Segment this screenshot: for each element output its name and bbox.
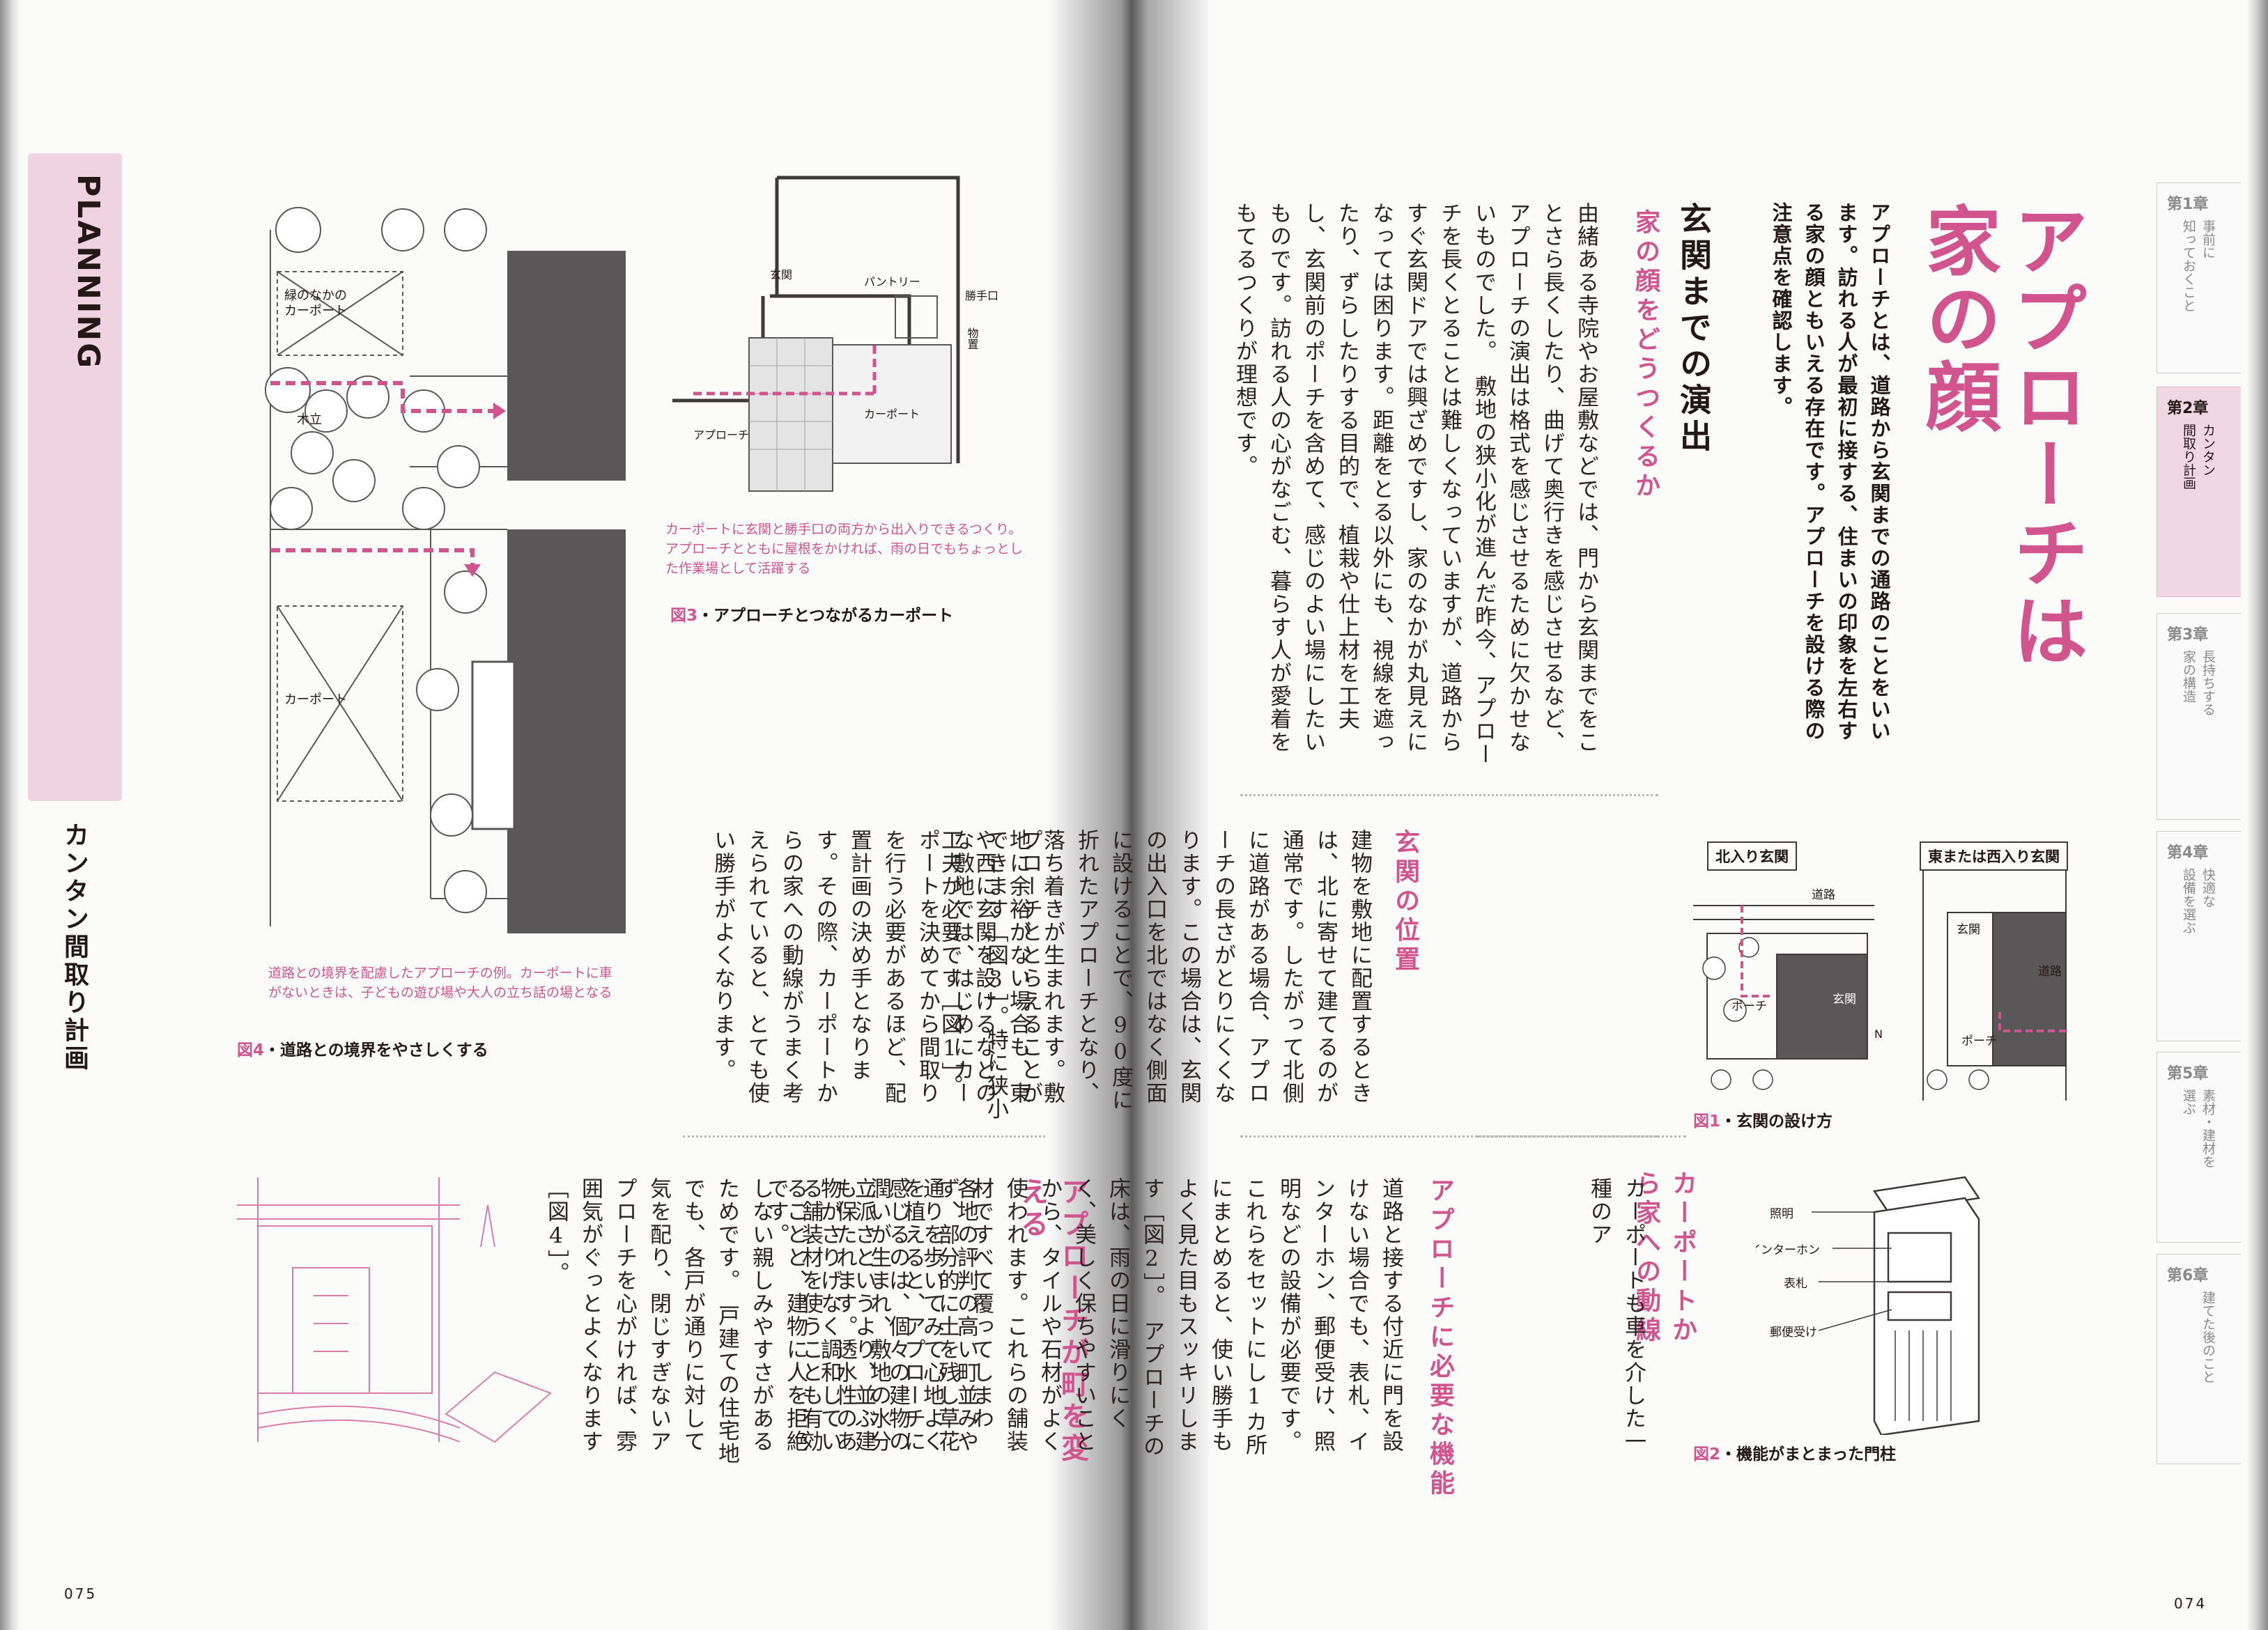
right-page-edge bbox=[2247, 0, 2268, 1630]
fig1-label-road-right: 道路 bbox=[2038, 965, 2062, 979]
fig1-left-heading: 北入り玄関 bbox=[1707, 841, 1797, 871]
fig4-title-text: ・道路との境界をやさしくする bbox=[264, 1041, 488, 1060]
right-divider-3 bbox=[1477, 1135, 1686, 1138]
fig4-label-trees: 木立 bbox=[297, 412, 322, 427]
page-number-left: 075 bbox=[64, 1585, 98, 1602]
fig3-caption: カーポートに玄関と勝手口の両方から出入りできるつくり。アプローチとともに屋根をか… bbox=[665, 522, 1024, 576]
fig3-label-approach: アプローチ bbox=[693, 428, 749, 442]
book-gutter bbox=[1049, 0, 1209, 1630]
fig3-floor-plan: 玄関 パントリー 勝手口 物置 アプローチ カーポート bbox=[672, 176, 998, 492]
heading-kinou: アプローチに必要な機能 bbox=[1426, 1177, 1454, 1499]
heading-kao: 家の顔をどうつくるか bbox=[1631, 209, 1660, 502]
fig3-label-storage: 物置 bbox=[966, 327, 979, 350]
fig2-title: 図2・機能がまとまった門柱 bbox=[1693, 1441, 1896, 1464]
chapter-tab-number: 第3章 bbox=[2167, 626, 2209, 644]
right-page bbox=[1143, 0, 2268, 1630]
chapter-tab-subtitle: 素材・建材を bbox=[2200, 1089, 2216, 1168]
section-title: 玄関までの演出 bbox=[1675, 202, 1713, 456]
fig4-caption: 道路との境界を配慮したアプローチの例。カーポートに車がないときは、子どもの遊び場… bbox=[268, 965, 612, 1000]
chapter-tab-subtitle: 建てた後のこと bbox=[2200, 1291, 2216, 1383]
right-text-col-3: 道路と接する付近に門を設けない場合でも、表札、インターホン、郵便受け、照明などの… bbox=[764, 1177, 1403, 1458]
right-text-col-4: カーポートも車を介した一種のア bbox=[1587, 1177, 1646, 1453]
fig1-label-entrance-left: 玄関 bbox=[1833, 993, 1856, 1007]
chapter-tab-1[interactable]: 第1章事前に知っておくこと bbox=[2157, 183, 2241, 373]
fig2-title-text: ・機能がまとまった門柱 bbox=[1720, 1445, 1897, 1464]
heading-dousen: カーポートから家への動線 bbox=[1632, 1170, 1697, 1346]
fig1-label-entrance-right: 玄関 bbox=[1957, 923, 1980, 937]
fig3-number: 図3 bbox=[670, 607, 698, 625]
main-title-line1: アプローチは bbox=[2000, 202, 2088, 670]
heading-ichi: 玄関の位置 bbox=[1391, 829, 1419, 975]
main-title-line2: 家の顔 bbox=[1913, 202, 2000, 436]
chapter-tab-number: 第4章 bbox=[2167, 844, 2209, 862]
gate-illustration bbox=[237, 1177, 552, 1443]
right-divider-1 bbox=[1240, 794, 1658, 796]
right-text-col-2: 建物を敷地に配置するときは、北に寄せて建てるのが通常です。したがって北側に道路が… bbox=[937, 829, 1372, 1112]
fig2-label-nameplate: 表札 bbox=[1784, 1277, 1807, 1291]
chapter-tab-subtitle: カンタン bbox=[2200, 424, 2216, 476]
fig4-label-green-carport-2: カーポート bbox=[284, 304, 347, 318]
chapter-tab-subtitle: 事前に bbox=[2200, 219, 2216, 259]
fig1-label-porch-right: ポーチ bbox=[1961, 1034, 1997, 1048]
chapter-tab-subtitle: 知っておくこと bbox=[2181, 219, 2196, 312]
chapter-tab-5[interactable]: 第5章素材・建材を選ぶ bbox=[2157, 1052, 2241, 1243]
fig2-number: 図2 bbox=[1693, 1445, 1721, 1464]
chapter-tab-number: 第6章 bbox=[2167, 1267, 2209, 1284]
chapter-tab-number: 第5章 bbox=[2167, 1065, 2209, 1082]
fig1-number: 図1 bbox=[1693, 1112, 1721, 1131]
chapter-tab-4[interactable]: 第4章快適な設備を選ぶ bbox=[2157, 831, 2241, 1041]
fig1-title-text: ・玄関の設け方 bbox=[1720, 1112, 1833, 1131]
fig1-label-road-left: 道路 bbox=[1812, 888, 1835, 902]
fig2-label-light: 照明 bbox=[1770, 1207, 1793, 1221]
left-text-col-b: 各地の評判の高い町並みや通りを歩いてみて心地よく感じるのは、個々の建物の立派さと… bbox=[543, 1177, 978, 1466]
chapter-tab-subtitle: 快適な bbox=[2200, 868, 2216, 908]
fig4-number: 図4 bbox=[237, 1041, 265, 1060]
fig4-label-green-carport: 緑のなかの bbox=[284, 288, 347, 303]
fig4-title: 図4・道路との境界をやさしくする bbox=[237, 1037, 488, 1060]
left-page-edge bbox=[0, 0, 20, 1630]
chapter-tab-subtitle: 間取り計画 bbox=[2181, 424, 2196, 490]
fig1-label-porch-left: ポーチ bbox=[1731, 1000, 1767, 1014]
fig4-site-plan: 緑のなかの カーポート 木立 道路 カーポート bbox=[265, 207, 626, 933]
fig3-title: 図3・アプローチとつながるカーポート bbox=[670, 602, 953, 626]
right-text-col-2b bbox=[1477, 829, 1679, 1121]
fig2-label-intercom: インターホン bbox=[1756, 1243, 1820, 1257]
right-text-col-1: 由緒ある寺院やお屋敷などでは、門から玄関までをことさら長くしたり、曲げて奥行きを… bbox=[1232, 202, 1598, 766]
fig3-label-pantry: パントリー bbox=[864, 275, 920, 288]
fig4-label-carport: カーポート bbox=[284, 692, 347, 707]
fig1-right-heading: 東または西入り玄関 bbox=[1920, 841, 2068, 871]
fig3-label-carport: カーポート bbox=[864, 408, 920, 421]
chapter-tab-number: 第1章 bbox=[2167, 196, 2209, 213]
fig3-label-back-door: 勝手口 bbox=[965, 289, 998, 302]
chapter-side-title: カンタン間取り計画 bbox=[60, 822, 88, 1073]
page-number-right: 074 bbox=[2174, 1595, 2207, 1612]
chapter-tab-number: 第2章 bbox=[2167, 400, 2209, 417]
fig1-title: 図1・玄関の設け方 bbox=[1693, 1108, 1833, 1131]
chapter-tab-3[interactable]: 第3章長持ちする家の構造 bbox=[2157, 613, 2241, 820]
fig2-gate-post: 照明 インターホン 表札 郵便受け bbox=[1756, 1176, 1981, 1435]
fig3-title-text: ・アプローチとつながるカーポート bbox=[697, 607, 954, 625]
fig1-label-north: N bbox=[1874, 1027, 1883, 1041]
right-divider-2 bbox=[1240, 1135, 1658, 1138]
chapter-tab-subtitle: 家の構造 bbox=[2181, 650, 2196, 703]
lead-text: アプローチとは、道路から玄関までの通路のことをいいます。訪れる人が最初に接する、… bbox=[1769, 202, 1891, 742]
left-text-col-a: プローチととらえることができます［図3］。特に狭小な敷地では、はじめにカーポート… bbox=[710, 829, 1042, 1121]
planning-tab-label: PLANNING bbox=[70, 174, 106, 371]
heading-machi: アプローチが町を変える bbox=[1016, 1177, 1088, 1466]
fig3-label-entrance: 玄関 bbox=[770, 268, 792, 281]
fig2-label-mailbox: 郵便受け bbox=[1770, 1326, 1817, 1340]
chapter-tab-6[interactable]: 第6章建てた後のこと bbox=[2157, 1254, 2241, 1464]
planning-side-tab bbox=[28, 153, 122, 801]
chapter-tab-subtitle: 選ぶ bbox=[2181, 1089, 2196, 1115]
fig1-plans: 道路 玄関 ポーチ N 玄関 道路 ポーチ bbox=[1693, 871, 2067, 1101]
chapter-tab-subtitle: 長持ちする bbox=[2200, 650, 2216, 716]
chapter-tab-subtitle: 設備を選ぶ bbox=[2181, 868, 2196, 934]
chapter-tab-2[interactable]: 第2章カンタン間取り計画 bbox=[2157, 387, 2241, 597]
left-divider bbox=[683, 1135, 1045, 1138]
